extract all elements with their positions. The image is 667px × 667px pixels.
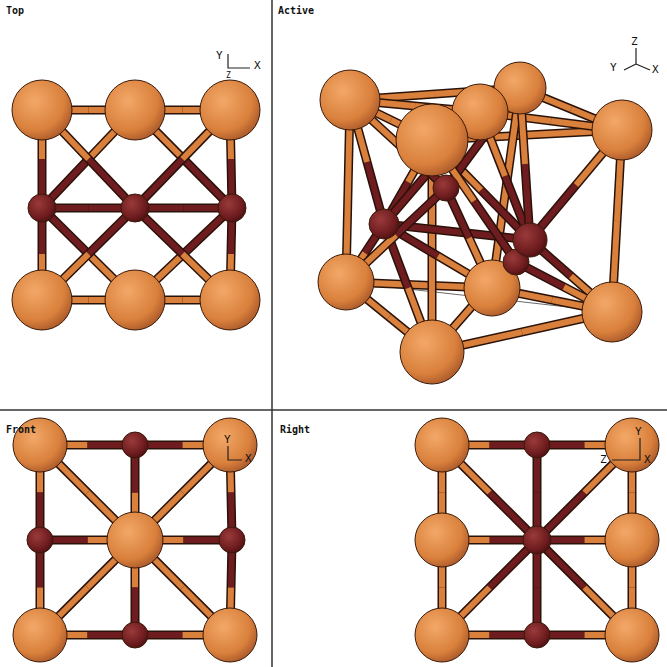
bond-outline: [135, 204, 232, 213]
viewport-title: Right: [280, 425, 310, 435]
large-atom: [203, 608, 257, 662]
small-atom: [121, 194, 149, 222]
large-atom: [415, 418, 469, 472]
axis-label: Y: [610, 62, 617, 73]
large-atom: [605, 513, 659, 567]
unit-cell-frame: [442, 445, 632, 635]
large-atom: [318, 254, 374, 310]
axis-label: X: [254, 60, 261, 71]
small-atom: [219, 527, 245, 553]
large-atom: [12, 80, 72, 140]
axis-label: X: [652, 64, 659, 75]
small-atom: [513, 223, 547, 257]
large-atom: [12, 270, 72, 330]
large-atom: [105, 80, 165, 140]
panel-divider: [0, 409, 667, 411]
large-atom: [105, 270, 165, 330]
axis-glyph: [624, 48, 650, 70]
large-atom: [200, 270, 260, 330]
large-atom: [605, 608, 659, 662]
large-atom: [13, 608, 67, 662]
axis-glyph: [612, 438, 640, 460]
axis-label: Y: [224, 434, 231, 445]
small-atom: [122, 432, 148, 458]
small-atom: [524, 432, 550, 458]
axis-label: X: [245, 453, 252, 464]
axis-label: X: [644, 454, 651, 465]
large-atom: [203, 418, 257, 472]
axis-glyph: [228, 54, 250, 68]
small-atom: [524, 622, 550, 648]
axis-label: Y: [635, 426, 642, 437]
large-atom: [320, 70, 380, 130]
large-atom: [107, 512, 163, 568]
small-atom: [28, 194, 56, 222]
axis-label: Z: [631, 36, 638, 47]
axis-label: Z: [600, 454, 607, 465]
large-atom: [415, 513, 469, 567]
axis-label: Z: [226, 72, 231, 80]
small-atom: [27, 527, 53, 553]
small-atom: [122, 622, 148, 648]
large-atom: [200, 80, 260, 140]
large-atom: [415, 608, 469, 662]
viewport-title: Active: [278, 6, 314, 16]
large-atom: [582, 282, 642, 342]
large-atom: [396, 104, 468, 176]
large-atom: [605, 418, 659, 472]
axis-label: Y: [216, 50, 223, 61]
small-atom: [369, 209, 399, 239]
viewport-title: Front: [6, 425, 36, 435]
small-atom: [433, 175, 459, 201]
axis-glyph: [228, 446, 242, 460]
small-atom: [523, 526, 551, 554]
small-atom: [218, 194, 246, 222]
large-atom: [592, 100, 652, 160]
large-atom: [400, 320, 464, 384]
panel-divider: [271, 0, 273, 667]
viewport-title: Top: [6, 6, 24, 16]
